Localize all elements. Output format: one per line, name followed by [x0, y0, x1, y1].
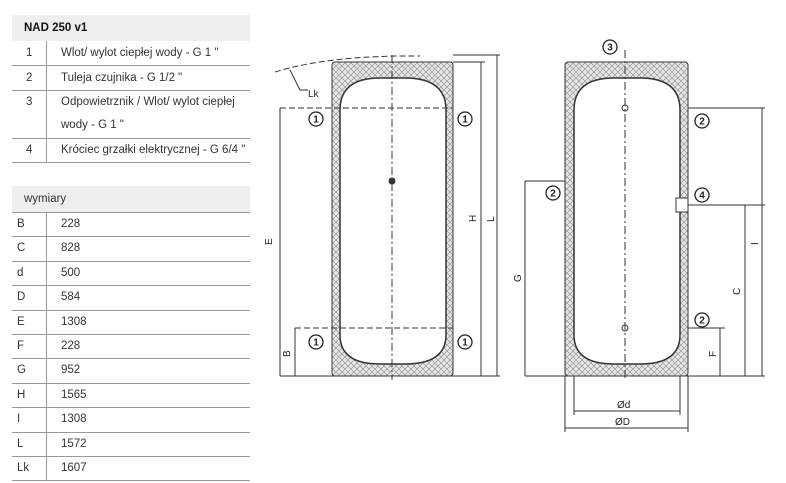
- dimension-row: L 1572: [12, 432, 250, 457]
- table-title: wymiary: [12, 186, 250, 213]
- dimension-key: E: [12, 310, 47, 334]
- dim-label-B: B: [282, 350, 293, 357]
- dim-label-G: G: [513, 274, 524, 282]
- dim-label-I: I: [750, 242, 761, 245]
- dimension-value: 1308: [61, 315, 87, 328]
- row-text: Króciec grzałki elektrycznej - G 6/4 ": [61, 144, 246, 156]
- dimension-key: H: [12, 383, 47, 408]
- row-number: 4: [12, 139, 47, 162]
- dim-label-Lk: Lk: [308, 89, 320, 100]
- row-text: Tuleja czujnika - G 1/2 ": [61, 72, 183, 84]
- dimension-row: F 228: [12, 334, 250, 360]
- dim-label-E: E: [264, 238, 275, 245]
- dimension-value: 1572: [61, 437, 87, 450]
- dimension-value: 584: [61, 291, 81, 304]
- dimension-labels: E B H L Lk G F C I Ød ØD: [264, 89, 761, 428]
- dimension-row: d 500: [12, 261, 250, 287]
- marker-number: 1: [462, 115, 468, 126]
- row-number: 3: [12, 91, 47, 138]
- marker-number: 4: [699, 191, 705, 202]
- marker-number: 2: [699, 316, 705, 327]
- table-row: 4 Króciec grzałki elektrycznej - G 6/4 ": [12, 139, 250, 163]
- table-row: 2 Tuleja czujnika - G 1/2 ": [12, 66, 250, 91]
- row-number: 1: [12, 41, 47, 65]
- dim-label-C: C: [732, 288, 743, 295]
- dimension-key: B: [12, 213, 47, 237]
- table-row: 3 Odpowietrznik / Wlot/ wylot ciepłej wod…: [12, 91, 250, 139]
- dimension-key: d: [12, 261, 47, 286]
- dimension-value: 828: [61, 242, 81, 255]
- dimension-value: 500: [61, 266, 81, 279]
- dimension-key: D: [12, 286, 47, 310]
- marker-number: 1: [313, 338, 319, 349]
- dim-label-d: Ød: [617, 400, 630, 411]
- dimension-row: E 1308: [12, 310, 250, 335]
- dimension-key: C: [12, 237, 47, 261]
- marker-number: 3: [607, 43, 613, 54]
- marker-circle: [602, 39, 618, 55]
- tank-front-view: [274, 54, 500, 380]
- marker-circle: [308, 111, 324, 127]
- marker-circle: [457, 111, 473, 127]
- dimension-value: 1565: [61, 388, 87, 401]
- dim-label-D: ØD: [615, 417, 630, 428]
- dim-label-H: H: [468, 215, 479, 222]
- marker-circle: [694, 113, 710, 129]
- dimension-row: Lk 1607: [12, 456, 250, 482]
- row-number: 2: [12, 66, 47, 90]
- marker-circle: [457, 334, 473, 350]
- table-title: NAD 250 v1: [12, 15, 250, 41]
- dimension-row: I 1308: [12, 408, 250, 433]
- tank-side-view: [524, 50, 765, 432]
- marker-circle: [694, 312, 710, 328]
- row-text: Odpowietrznik / Wlot/ wylot ciepłej wody…: [61, 96, 235, 131]
- dimension-value: 1308: [61, 413, 87, 426]
- marker-number: 2: [699, 117, 705, 128]
- dim-label-L: L: [486, 216, 497, 222]
- dimension-key: Lk: [12, 456, 47, 481]
- dimension-row: B 228: [12, 213, 250, 238]
- dimension-key: G: [12, 359, 47, 383]
- dimension-value: 228: [61, 218, 81, 230]
- row-text: Wlot/ wylot ciepłej wody - G 1 ": [61, 47, 219, 59]
- dimension-row: C 828: [12, 237, 250, 262]
- marker-circle: [545, 185, 561, 201]
- dim-label-F: F: [708, 351, 719, 357]
- dimension-key: I: [12, 408, 47, 432]
- dimension-value: 1607: [61, 461, 87, 474]
- dimension-value: 952: [61, 364, 81, 377]
- dimension-key: F: [12, 334, 47, 359]
- marker-number: 2: [550, 189, 556, 200]
- marker-number: 1: [462, 338, 468, 349]
- connections-table: NAD 250 v1 1 Wlot/ wylot ciepłej wody - G…: [12, 15, 250, 163]
- marker-circle: [308, 334, 324, 350]
- dimension-key: L: [12, 432, 47, 456]
- connection-markers: 1 1 1 1 2 2 2 3 4: [308, 39, 710, 350]
- marker-number: 1: [313, 115, 319, 126]
- table-row: 1 Wlot/ wylot ciepłej wody - G 1 ": [12, 41, 250, 66]
- dimension-row: H 1565: [12, 383, 250, 409]
- marker-circle: [694, 187, 710, 203]
- dimension-row: D 584: [12, 286, 250, 311]
- dimension-value: 228: [61, 339, 81, 352]
- dimension-row: G 952: [12, 359, 250, 384]
